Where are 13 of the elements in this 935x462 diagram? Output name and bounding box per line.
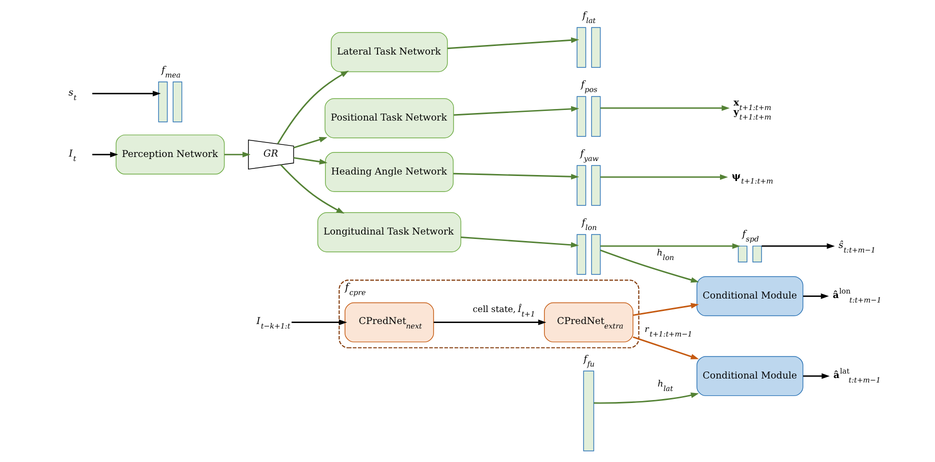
node-text: I$_{t}$ — [68, 148, 76, 163]
node-label: f$_{yaw}$ — [580, 148, 599, 163]
node-label: f$_{lat}$ — [582, 10, 596, 25]
node-label: f$_{mea}$ — [161, 64, 181, 80]
node-label: f$_{pos}$ — [581, 79, 598, 94]
node-text: ψ$_{t+1:t+m}$ — [732, 170, 774, 186]
node-label: f$_{lon}$ — [582, 217, 597, 232]
node-text: x$_{t+1:t+m}$ y$_{t+1:t+m}$ — [734, 97, 772, 122]
node-text: I$_{t−k+1:t}$ — [256, 316, 290, 331]
node-label: f$_{spd}$ — [742, 228, 759, 244]
node-text: s$_{t}$ — [68, 87, 77, 102]
node-label: f$_{fu}$ — [584, 354, 595, 368]
node-text: ŝ$_{t:t+m−1}$ — [838, 240, 876, 254]
